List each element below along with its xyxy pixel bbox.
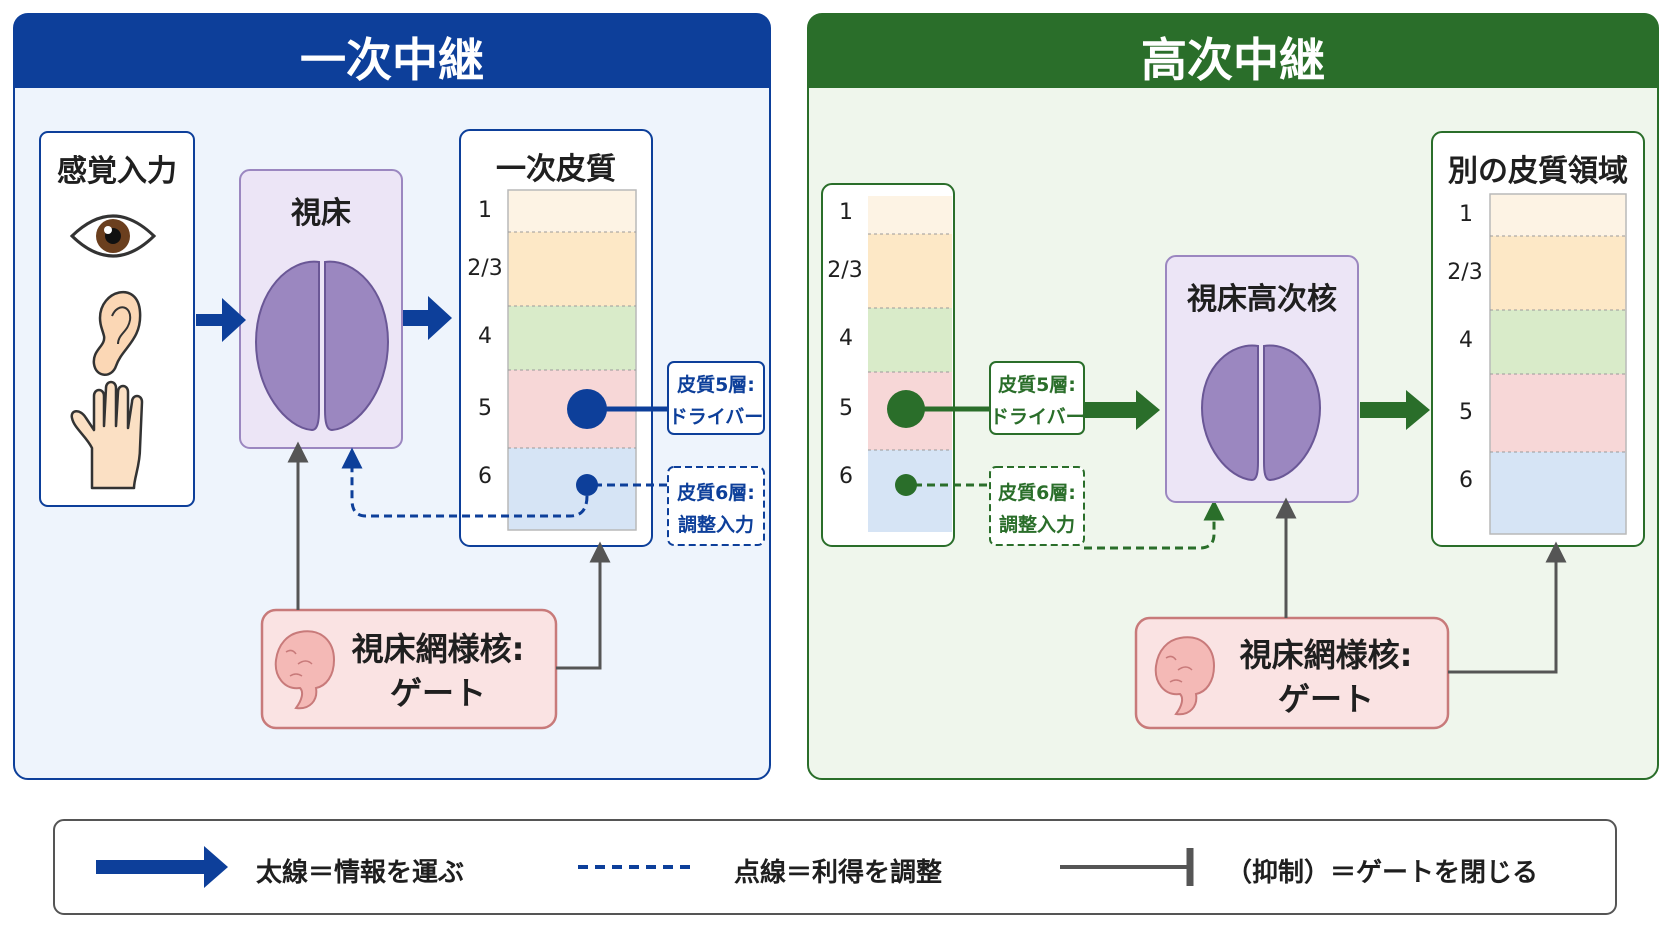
other-cortex-title: 別の皮質領域 [1448,154,1628,189]
higher-thick-arrow-out [1360,390,1430,430]
higher-driver-label-2: ドライバー [990,406,1085,428]
higher-inhibit-lines [1275,497,1567,674]
primary-modulator-connection [341,447,765,546]
other-cortex-layer-23: 2/3 [1447,260,1483,285]
primary-layer-1: 1 [478,198,492,223]
higher-modulator-label-1: 皮質6層: [998,482,1076,504]
legend-inhibit-icon [1060,848,1194,886]
other-cortex-layer-1: 1 [1459,202,1473,227]
primary-layer-5: 5 [478,396,492,421]
higher-driver-label-1: 皮質5層: [998,374,1076,396]
primary-inhibit-lines [287,441,611,670]
primary-layer-6: 6 [478,464,492,489]
higher-trn-label-1: 視床網様核: [1239,636,1413,674]
higher-panel-title: 高次中継 [1141,33,1325,87]
higher-source-layer-5: 5 [839,396,853,421]
ear-icon [92,290,142,376]
higher-source-layer-1: 1 [839,200,853,225]
legend-inhibit-label: （抑制）＝ゲートを閉じる [1226,858,1539,888]
primary-trn-label-1: 視床網様核: [351,630,525,668]
legend-thick-icon [96,846,228,888]
primary-driver-connection [567,361,765,435]
primary-trn-icon [274,630,336,710]
higher-trn-icon [1154,636,1216,716]
primary-trn-label-2: ゲート [389,674,486,712]
legend-box [53,819,1617,915]
other-cortex-layer-4: 4 [1459,328,1473,353]
higher-trn-label-2: ゲート [1277,680,1374,718]
higher-modulator-label-2: 調整入力 [998,514,1075,536]
legend-thick-label: 太線＝情報を運ぶ [256,858,465,888]
higher-source-layer-6: 6 [839,464,853,489]
hand-icon [70,380,144,490]
primary-thick-arrows [196,296,452,342]
thalamus-label: 視床 [291,196,351,231]
other-cortex-layers [1489,193,1627,535]
higher-thalamus-label: 視床高次核 [1187,282,1337,317]
higher-modulator-connection [895,466,1225,550]
primary-driver-label-1: 皮質5層: [677,374,755,396]
thalamus-icon [254,260,390,432]
higher-source-cortex-layers [868,196,952,532]
primary-cortex-title: 一次皮質 [496,152,616,187]
other-cortex-layer-6: 6 [1459,468,1473,493]
higher-driver-connection [887,361,1160,435]
primary-driver-label-2: ドライバー [668,406,764,428]
primary-panel-title: 一次中継 [300,33,484,87]
other-cortex-layer-5: 5 [1459,400,1473,425]
higher-source-layer-4: 4 [839,326,853,351]
legend-dashed-label: 点線＝利得を調整 [734,858,943,888]
primary-modulator-label-1: 皮質6層: [677,482,755,504]
primary-cortex-layers [507,189,637,531]
primary-layer-23: 2/3 [467,256,503,281]
primary-layer-4: 4 [478,324,492,349]
higher-source-layer-23: 2/3 [827,258,863,283]
eye-icon [69,214,157,258]
sensory-title: 感覚入力 [57,154,177,189]
higher-thalamus-icon [1200,344,1322,482]
primary-modulator-label-2: 調整入力 [677,514,754,536]
